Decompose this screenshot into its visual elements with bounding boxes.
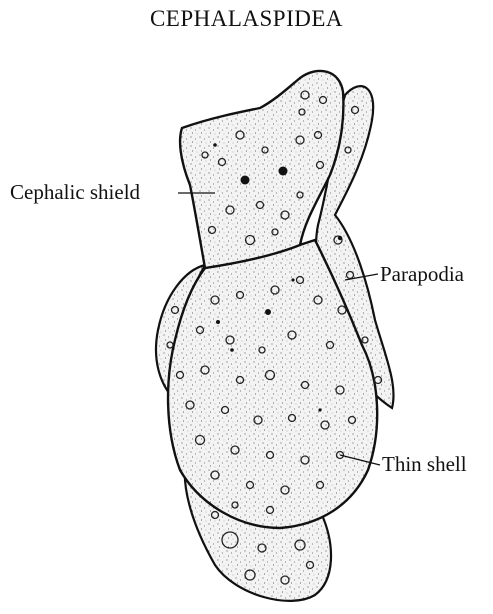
eye-right — [279, 167, 288, 176]
label-thin-shell: Thin shell — [382, 452, 467, 477]
label-parapodia: Parapodia — [380, 262, 464, 287]
label-cephalic-shield: Cephalic shield — [10, 180, 140, 205]
eye-left — [241, 176, 250, 185]
